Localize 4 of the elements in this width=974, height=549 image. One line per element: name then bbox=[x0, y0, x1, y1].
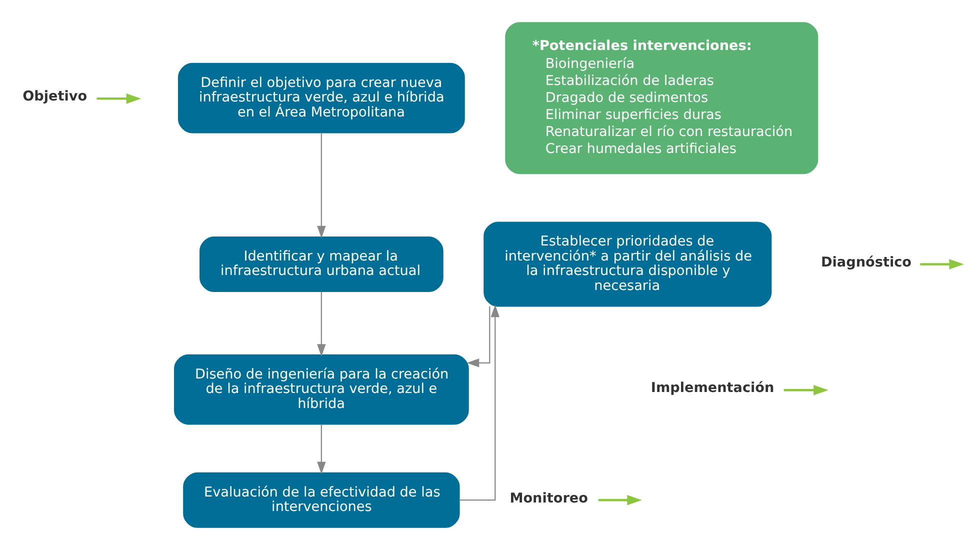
node-text: Monitoreo bbox=[509, 490, 588, 506]
node-text: Objetivo bbox=[22, 88, 87, 104]
node-text: Diagnóstico bbox=[820, 254, 912, 270]
node-text: Implementación bbox=[650, 379, 774, 396]
